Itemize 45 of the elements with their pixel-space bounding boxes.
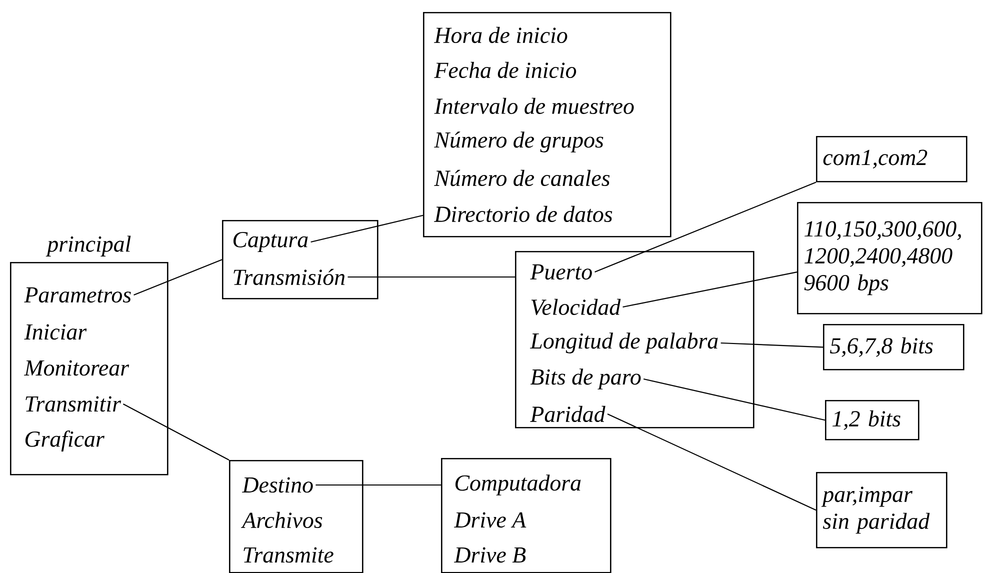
menu-item: Número de canales bbox=[434, 170, 610, 186]
connector-line bbox=[594, 182, 816, 272]
menu-item: Hora de inicio bbox=[434, 26, 568, 44]
connector-line bbox=[348, 276, 515, 278]
menu-item: Directorio de datos bbox=[434, 206, 612, 222]
menu-item: Iniciar bbox=[24, 324, 87, 340]
menu-box bbox=[229, 460, 364, 573]
connector-line bbox=[622, 272, 798, 308]
menu-item: Fecha de inicio bbox=[434, 62, 576, 78]
menu-item: Transmisión bbox=[234, 268, 345, 286]
value-box: 5,6,7,8 bits bbox=[823, 324, 964, 370]
connector-line bbox=[310, 214, 424, 243]
menu-box bbox=[515, 251, 754, 428]
menu-item: Paridad bbox=[530, 406, 606, 422]
menu-item: Captura bbox=[234, 232, 308, 252]
connector-line bbox=[720, 342, 824, 348]
menu-item: Transmitir bbox=[26, 396, 122, 412]
node-label: principal bbox=[46, 236, 131, 256]
value-box: 110,150,300,600, 1200,2400,4800 9600 bps bbox=[797, 202, 982, 314]
menu-item: Bits de paro bbox=[530, 368, 641, 390]
menu-box bbox=[423, 12, 672, 238]
menu-item: Velocidad bbox=[531, 298, 621, 316]
menu-item: Drive B bbox=[454, 547, 526, 563]
menu-item: Parametros bbox=[24, 287, 131, 303]
value-box: 1,2 bits bbox=[825, 400, 920, 440]
menu-item: Puerto bbox=[530, 264, 592, 280]
connector-line bbox=[643, 378, 826, 421]
connector-line bbox=[607, 414, 816, 511]
menu-item: Drive A bbox=[454, 512, 526, 528]
menu-item: Graficar bbox=[25, 430, 104, 452]
menu-item: Archivos bbox=[240, 512, 322, 528]
menu-item: Número de grupos bbox=[434, 132, 604, 152]
menu-item: Destino bbox=[242, 477, 313, 493]
menu-item: Transmite bbox=[244, 547, 334, 563]
menu-box bbox=[222, 220, 378, 300]
value-box: par,impar sin paridad bbox=[816, 472, 948, 548]
menu-item: Longitud de palabra bbox=[530, 332, 718, 354]
menu-item: Computadora bbox=[455, 474, 581, 496]
value-box: com1,com2 bbox=[816, 136, 968, 182]
menu-item: Monitorear bbox=[24, 360, 130, 376]
connector-line bbox=[316, 484, 441, 486]
menu-item: Intervalo de muestreo bbox=[434, 98, 634, 114]
connector-line bbox=[122, 404, 230, 460]
connector-line bbox=[134, 259, 222, 296]
menu-box bbox=[441, 458, 612, 573]
